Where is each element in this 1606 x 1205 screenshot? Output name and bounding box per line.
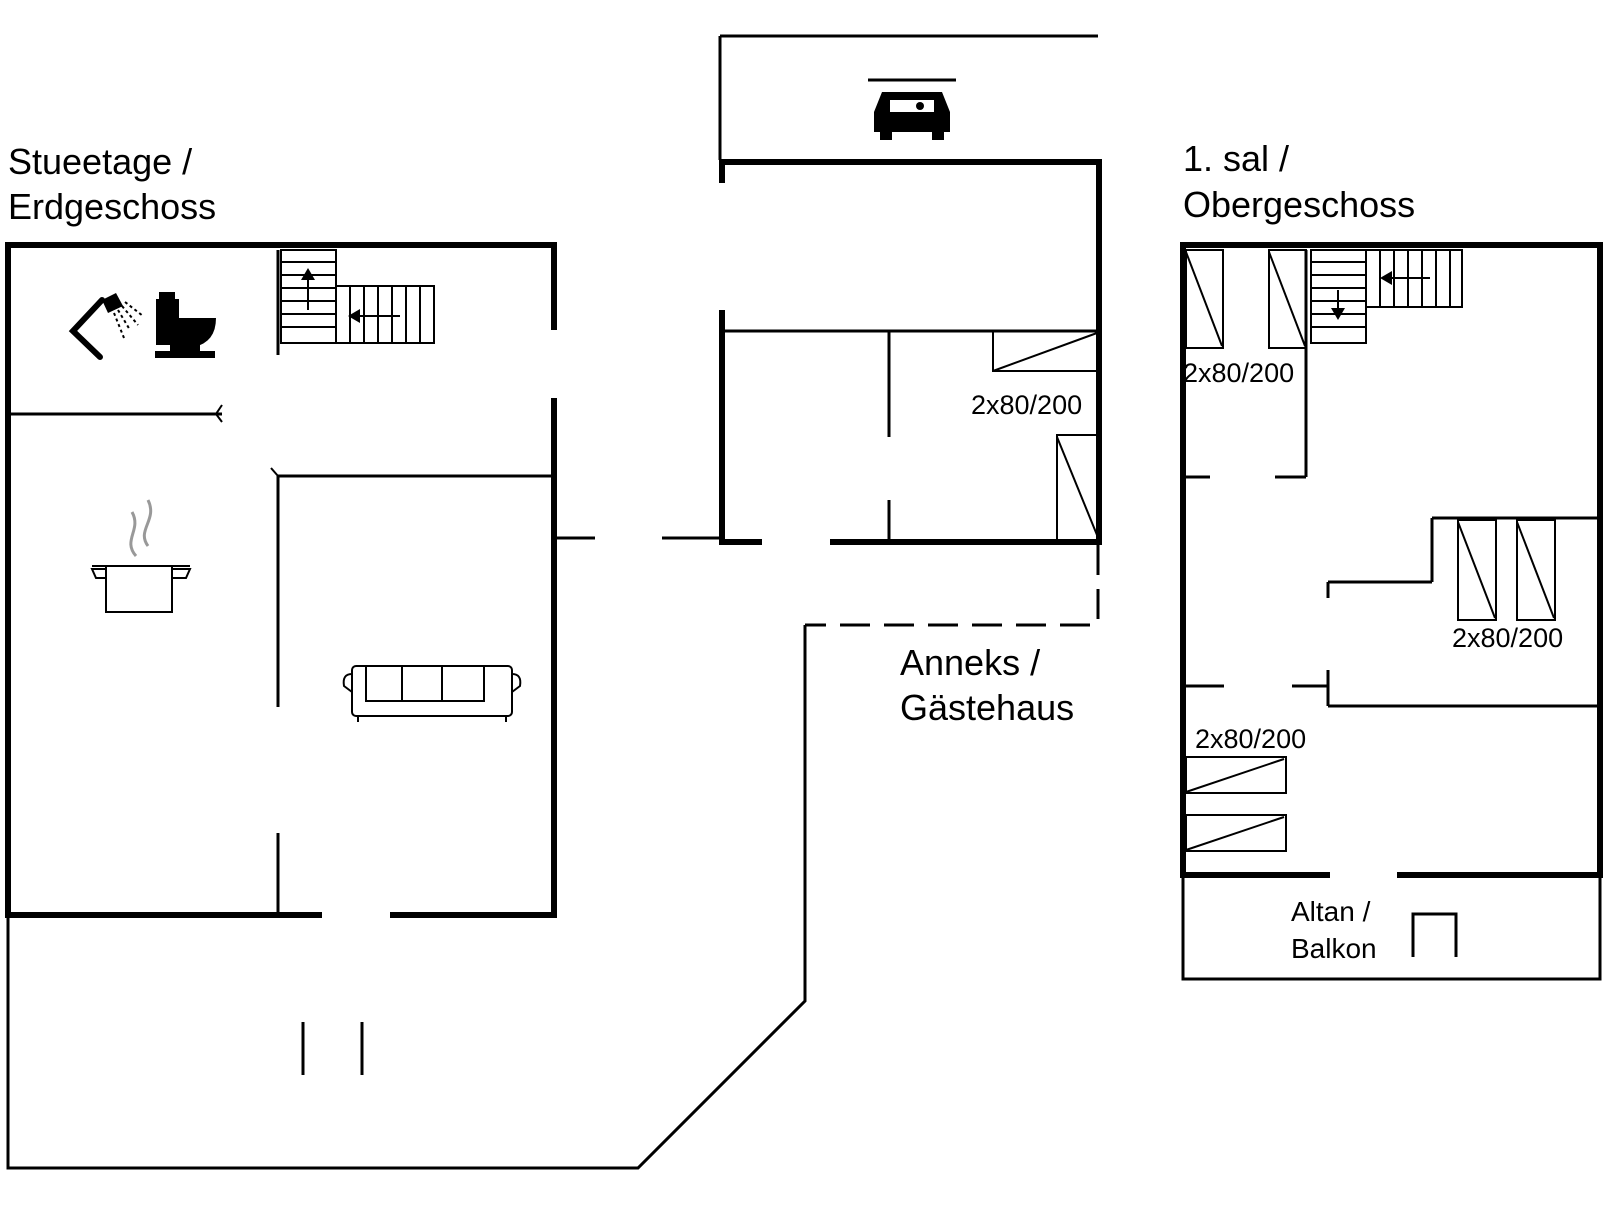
bed-icon xyxy=(1185,756,1287,794)
bed-size-label: 2x80/200 xyxy=(1183,358,1294,388)
bed-icon xyxy=(1185,814,1287,852)
upper-floor: 1. sal / Obergeschoss xyxy=(1180,138,1603,981)
annex: 2x80/200 Anneks / Gästehaus xyxy=(718,34,1102,728)
door-swing xyxy=(214,404,223,423)
annex-label-line2: Gästehaus xyxy=(900,687,1074,728)
annex-label-line1: Anneks / xyxy=(900,642,1040,683)
bed-icon xyxy=(1457,519,1497,621)
bed-icon xyxy=(992,330,1098,372)
balcony-door xyxy=(1411,912,1458,957)
sofa-icon xyxy=(342,665,522,722)
door-swing xyxy=(270,467,279,477)
stairs-icon xyxy=(1310,249,1463,344)
upper-floor-label-line2: Obergeschoss xyxy=(1183,184,1415,225)
shower-icon xyxy=(68,293,144,360)
balcony-label-line2: Balkon xyxy=(1291,933,1377,964)
bed-icon xyxy=(1056,434,1098,541)
bed-icon xyxy=(1516,519,1556,621)
stairs-icon xyxy=(280,249,435,344)
upper-floor-label-line1: 1. sal / xyxy=(1183,138,1289,179)
ground-floor-label-line1: Stueetage / xyxy=(8,141,192,182)
ground-floor: Stueetage / Erdgeschoss xyxy=(5,141,807,1170)
balcony-outline xyxy=(1181,878,1602,981)
balcony-label-line1: Altan / xyxy=(1291,896,1371,927)
annex-terrace-boundary xyxy=(805,545,1100,627)
car-icon xyxy=(868,78,956,140)
bed-size-label: 2x80/200 xyxy=(1195,724,1306,754)
toilet-icon xyxy=(155,292,216,358)
bed-icon xyxy=(1268,249,1307,349)
terrace-outline xyxy=(6,625,807,1170)
cooking-pot-icon xyxy=(90,499,192,613)
bed-size-label: 2x80/200 xyxy=(971,390,1082,420)
bed-icon xyxy=(1185,249,1224,349)
ground-floor-label-line2: Erdgeschoss xyxy=(8,186,216,227)
bed-size-label: 2x80/200 xyxy=(1452,623,1563,653)
